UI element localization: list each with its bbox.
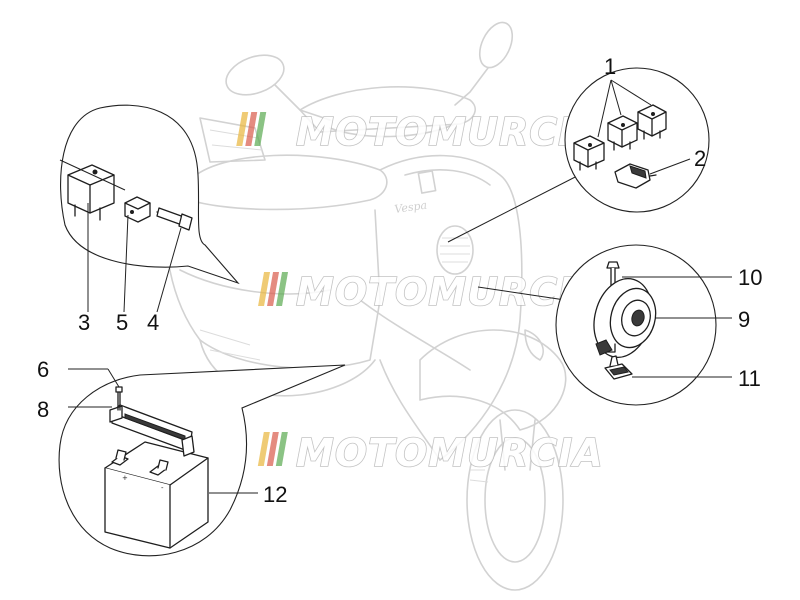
callout-relays: 1 2 <box>447 54 710 243</box>
part-number-9: 8 <box>37 397 49 422</box>
watermark-text: MOTOMURCIA <box>296 110 604 154</box>
part-number-1: 1 <box>604 54 616 79</box>
callout-battery: + - 6 8 12 <box>37 357 346 557</box>
part-number-6: 12 <box>263 482 287 507</box>
watermark-bottom: MOTOMURCIA <box>257 430 604 476</box>
leader-line <box>649 158 691 175</box>
rubber-mount-part <box>124 196 151 223</box>
part-number-10: 9 <box>738 307 750 332</box>
watermark-stripe-yellow <box>258 272 271 306</box>
horn-part <box>593 278 657 358</box>
svg-text:-: - <box>161 484 164 492</box>
horn-bracket-part <box>604 355 633 380</box>
part-number-8: 6 <box>37 357 49 382</box>
watermark-stripe-red <box>266 432 279 466</box>
watermark-text: MOTOMURCIA <box>296 270 604 314</box>
battery-part: + - <box>104 441 209 549</box>
leader-line <box>610 79 622 116</box>
callout-pointer-line <box>477 286 566 301</box>
part-number-4: 4 <box>147 310 159 335</box>
leader-line <box>610 79 652 106</box>
watermark-top: MOTOMURCIA <box>236 109 604 155</box>
relay-part <box>573 135 605 171</box>
watermark-middle: MOTOMURCIA <box>258 269 604 315</box>
watermark-stripe-green <box>254 112 267 146</box>
battery-screw-part <box>115 386 123 411</box>
watermark-stripe-yellow <box>257 432 270 466</box>
part-number-5: 5 <box>116 310 128 335</box>
leader-line <box>59 159 126 191</box>
leader-line <box>597 79 612 138</box>
screw-part <box>156 207 193 231</box>
watermark-stripe-red <box>245 112 258 146</box>
leader-line <box>123 214 129 313</box>
scooter-ghost-outline: Vespa <box>165 21 567 591</box>
leader-line <box>107 368 120 388</box>
scooter-brand-badge: Vespa <box>394 199 428 216</box>
watermark-stripe-red <box>267 272 280 306</box>
part-number-3: 3 <box>78 310 90 335</box>
callout-pointer-line <box>447 171 586 243</box>
part-number-2: 2 <box>694 146 706 171</box>
svg-text:+: + <box>122 474 128 482</box>
relay-part <box>607 115 638 151</box>
watermark-stripe-green <box>275 432 288 466</box>
part-number-11: 10 <box>738 265 762 290</box>
watermark-text: MOTOMURCIA <box>296 431 604 475</box>
watermark-stripe-green <box>276 272 289 306</box>
part-number-12: 11 <box>738 366 761 391</box>
relay-part <box>637 104 667 140</box>
callout-turn-relay: 3 5 4 <box>59 104 240 335</box>
flasher-relay-part <box>67 164 115 221</box>
leader-line <box>156 227 182 313</box>
watermark-stripe-yellow <box>236 112 249 146</box>
connector-part <box>614 163 657 189</box>
callout-horn: 10 9 11 <box>477 244 762 406</box>
